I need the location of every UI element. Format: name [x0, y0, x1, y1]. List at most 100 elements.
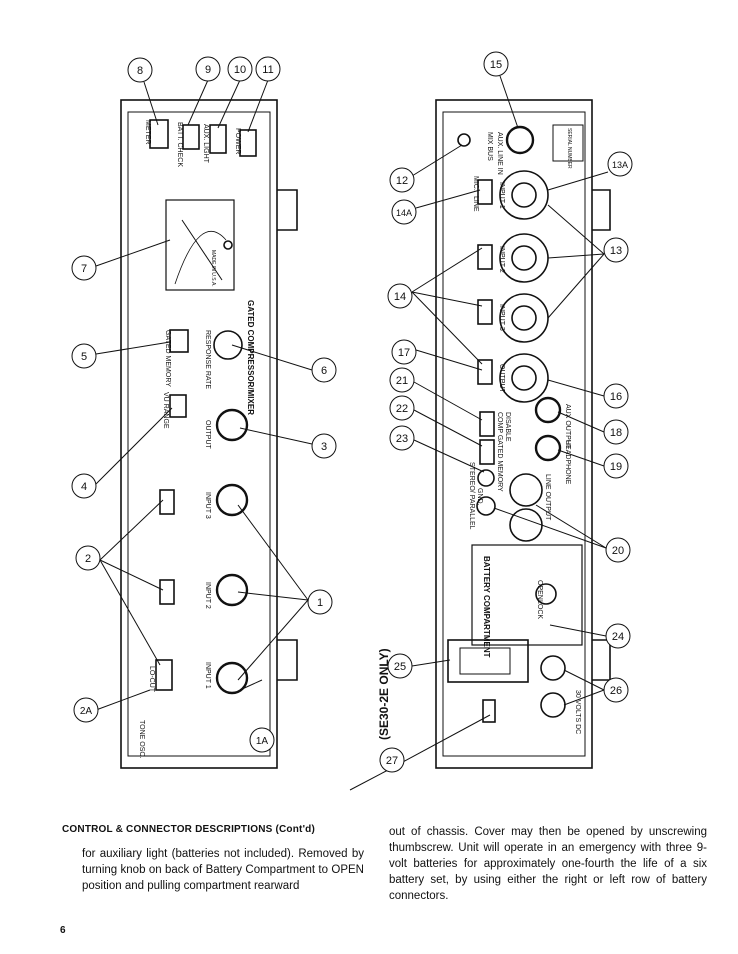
svg-text:AUX OUTPUT: AUX OUTPUT [564, 404, 571, 450]
svg-text:SERIAL NUMBER: SERIAL NUMBER [566, 128, 572, 169]
callout-10: 10 [227, 56, 253, 82]
rear-panel [435, 99, 611, 769]
callout-15: 15 [483, 51, 509, 77]
svg-text:13A: 13A [612, 160, 628, 170]
svg-text:9: 9 [205, 64, 211, 76]
front-panel [120, 99, 298, 769]
front-callouts: 8 9 10 11 7 5 6 4 3 2 1 2A 1A [71, 56, 337, 753]
svg-text:OPEN: OPEN [536, 580, 543, 600]
svg-text:LINE: LINE [472, 196, 479, 212]
svg-text:INPUT 1: INPUT 1 [204, 662, 211, 689]
svg-text:1A: 1A [256, 736, 269, 747]
svg-text:POWER: POWER [234, 128, 241, 154]
callout-16: 16 [603, 383, 629, 409]
svg-text:24: 24 [612, 631, 624, 643]
callout-4: 4 [71, 473, 97, 499]
callout-14: 14 [387, 283, 413, 309]
svg-text:12: 12 [396, 175, 408, 187]
svg-text:17: 17 [398, 347, 410, 359]
svg-text:15: 15 [490, 59, 502, 71]
front-leaders [95, 79, 313, 711]
svg-text:22: 22 [396, 403, 408, 415]
callout-27: 27 [379, 747, 405, 773]
svg-text:MIC.: MIC. [472, 176, 479, 191]
svg-text:10: 10 [234, 64, 246, 76]
svg-text:AUX. LINE IN: AUX. LINE IN [496, 132, 503, 175]
svg-text:GATED MEMORY: GATED MEMORY [164, 330, 171, 387]
svg-text:27: 27 [386, 755, 398, 767]
svg-text:LOCK: LOCK [536, 600, 543, 619]
svg-text:25: 25 [394, 661, 406, 673]
svg-text:INPUT 2: INPUT 2 [498, 246, 505, 273]
svg-text:GATED COMPRESSOR/MIXER: GATED COMPRESSOR/MIXER [246, 300, 255, 415]
left-paragraph: for auxiliary light (batteries not inclu… [82, 848, 364, 892]
svg-text:30 VOLTS DC: 30 VOLTS DC [574, 690, 581, 734]
callout-26: 26 [603, 677, 629, 703]
callout-21: 21 [389, 367, 415, 393]
callout-18: 18 [603, 419, 629, 445]
callout-23: 23 [389, 425, 415, 451]
right-paragraph: out of chassis. Cover may then be opened… [389, 826, 707, 902]
svg-text:INPUT 2: INPUT 2 [204, 582, 211, 609]
svg-text:INPUT 3: INPUT 3 [498, 304, 505, 331]
callout-11: 11 [255, 56, 281, 82]
svg-text:26: 26 [610, 685, 622, 697]
svg-text:INPUT 1: INPUT 1 [498, 182, 505, 209]
panel-diagram: 8 9 10 11 7 5 6 4 3 2 1 2A 1A GATED COMP… [71, 51, 633, 791]
callout-1A: 1A [249, 727, 275, 753]
callout-24: 24 [605, 623, 631, 649]
callout-2A: 2A [73, 697, 99, 723]
callout-1: 1 [307, 589, 333, 615]
svg-text:METER: METER [144, 120, 151, 145]
svg-text:LINE OUTPUT: LINE OUTPUT [544, 474, 551, 521]
rear-labels: MIX BUS AUX. LINE IN SERIAL NUMBER INPUT… [468, 128, 581, 734]
rear-leaders [349, 75, 609, 791]
callout-9: 9 [195, 56, 221, 82]
svg-text:BATT. CHECK: BATT. CHECK [176, 122, 183, 167]
svg-text:TONE OSC.: TONE OSC. [138, 720, 145, 758]
callout-7: 7 [71, 255, 97, 281]
svg-text:11: 11 [262, 64, 273, 76]
svg-text:VU RANGE: VU RANGE [162, 392, 169, 429]
front-labels: GATED COMPRESSOR/MIXER MADE IN U.S.A. ME… [138, 120, 255, 758]
svg-text:2A: 2A [80, 706, 93, 717]
svg-text:AUX. LIGHT: AUX. LIGHT [202, 124, 209, 164]
callout-8: 8 [127, 57, 153, 83]
svg-text:8: 8 [137, 65, 143, 77]
svg-text:MADE IN U.S.A.: MADE IN U.S.A. [210, 250, 216, 287]
svg-text:21: 21 [396, 375, 408, 387]
callout-19: 19 [603, 453, 629, 479]
svg-text:2: 2 [85, 553, 91, 565]
section-heading: CONTROL & CONNECTOR DESCRIPTIONS (Cont'd… [62, 824, 315, 835]
callout-12: 12 [389, 167, 415, 193]
svg-text:STEREO/ PARALLEL: STEREO/ PARALLEL [468, 462, 475, 530]
svg-text:DISABLE: DISABLE [504, 412, 511, 442]
svg-text:20: 20 [612, 545, 624, 557]
svg-text:OUTPUT: OUTPUT [204, 420, 211, 450]
svg-text:14A: 14A [396, 208, 412, 218]
svg-text:GND.: GND. [476, 488, 483, 506]
callout-27-label: (SE30-2E ONLY) [377, 648, 391, 740]
svg-text:23: 23 [396, 433, 408, 445]
callout-2: 2 [75, 545, 101, 571]
svg-text:BATTERY COMPARTMENT: BATTERY COMPARTMENT [482, 556, 491, 658]
svg-text:INPUT 3: INPUT 3 [204, 492, 211, 519]
callout-25: 25 [387, 653, 413, 679]
svg-text:3: 3 [321, 441, 327, 453]
svg-text:COMP GATED MEMORY: COMP GATED MEMORY [496, 412, 503, 492]
callout-14A: 14A [391, 199, 417, 225]
callout-22: 22 [389, 395, 415, 421]
callout-17: 17 [391, 339, 417, 365]
callout-13A: 13A [607, 151, 633, 177]
callout-6: 6 [311, 357, 337, 383]
svg-text:4: 4 [81, 481, 87, 493]
svg-text:5: 5 [81, 351, 87, 363]
svg-text:1: 1 [317, 597, 323, 609]
callout-20: 20 [605, 537, 631, 563]
rear-callouts: 15 12 14A 13A 13 14 17 21 22 23 18 16 19… [377, 51, 633, 773]
svg-text:16: 16 [610, 391, 622, 403]
callout-5: 5 [71, 343, 97, 369]
callout-3: 3 [311, 433, 337, 459]
svg-text:RESPONSE RATE: RESPONSE RATE [204, 330, 211, 389]
svg-text:7: 7 [81, 263, 87, 275]
